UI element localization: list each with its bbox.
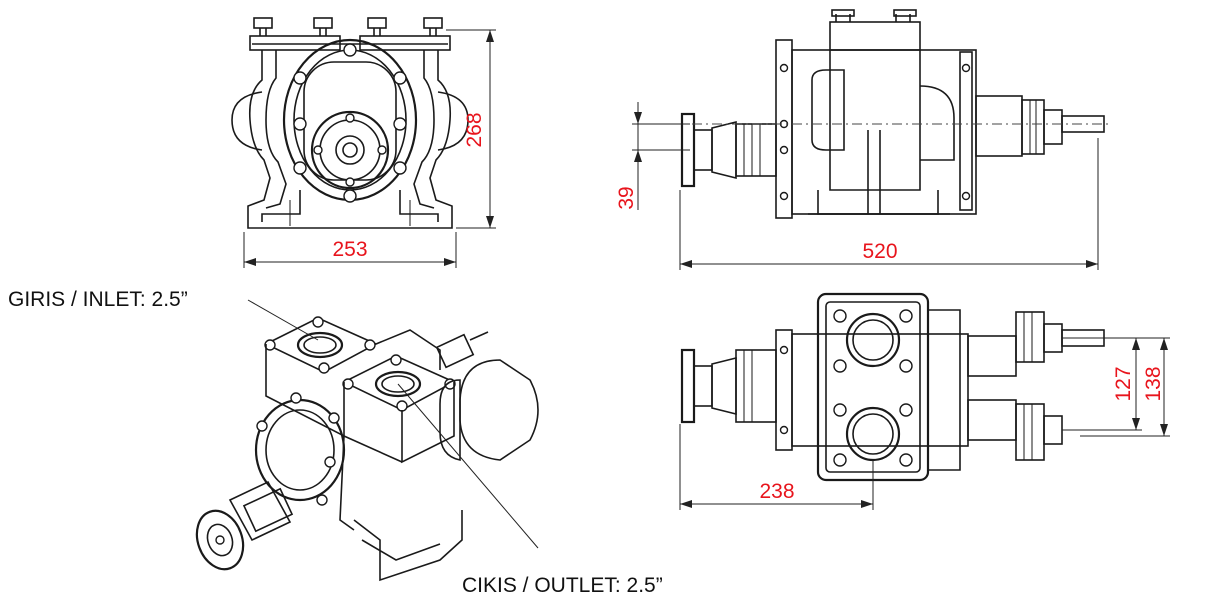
callout-leaders	[247, 299, 539, 549]
dimension-top-offset: 238	[759, 480, 794, 503]
dimension-front-height: 268	[463, 112, 486, 147]
outlet-label: CIKIS / OUTLET: 2.5”	[462, 574, 663, 597]
dimension-front-width: 253	[332, 238, 367, 261]
top-dimensions	[679, 337, 1170, 510]
side-view	[672, 9, 1110, 219]
top-view	[680, 292, 1105, 482]
dimension-port-spacing-outer: 138	[1142, 366, 1165, 401]
front-top-bolts	[253, 17, 443, 36]
isometric-view	[195, 316, 539, 582]
front-view	[231, 17, 469, 229]
dimension-side-shaft: 39	[615, 186, 638, 209]
top-port-bolts	[779, 309, 913, 467]
dimension-side-length: 520	[862, 240, 897, 263]
side-body-bolts	[779, 63, 971, 201]
side-dimensions	[632, 102, 1099, 270]
front-dimensions	[243, 29, 496, 268]
inlet-label: GIRIS / INLET: 2.5”	[8, 288, 188, 311]
dimension-port-spacing-inner: 127	[1112, 366, 1135, 401]
front-housing-bolts	[293, 43, 407, 203]
